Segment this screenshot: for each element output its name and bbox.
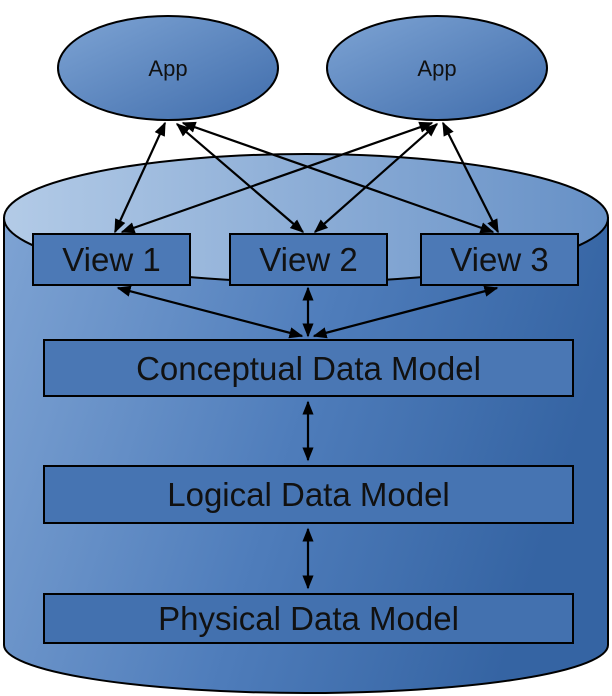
- app-node-2: App: [326, 15, 548, 121]
- physical-model-label: Physical Data Model: [158, 600, 459, 637]
- view-box-3: View 3: [420, 233, 579, 286]
- conceptual-model-box: Conceptual Data Model: [43, 339, 574, 397]
- view-label: View 3: [450, 241, 548, 278]
- view-model-connectors: [116, 285, 499, 339]
- app-label: App: [148, 56, 187, 81]
- connector-app2-view2: [313, 123, 439, 233]
- conceptual-model-label: Conceptual Data Model: [136, 350, 481, 387]
- view-label: View 1: [62, 241, 160, 278]
- physical-model-box: Physical Data Model: [43, 593, 574, 644]
- logical-model-label: Logical Data Model: [167, 476, 450, 513]
- logical-model-box: Logical Data Model: [43, 465, 574, 524]
- view-box-2: View 2: [229, 233, 388, 286]
- app-view-connectors: [114, 121, 499, 234]
- app-node-1: App: [57, 15, 279, 121]
- app-label: App: [417, 56, 456, 81]
- connector-view3-conceptual: [312, 285, 499, 339]
- view-box-1: View 1: [32, 233, 191, 286]
- connector-view1-conceptual: [116, 285, 304, 339]
- connector-app2-view3: [442, 121, 499, 234]
- view-label: View 2: [259, 241, 357, 278]
